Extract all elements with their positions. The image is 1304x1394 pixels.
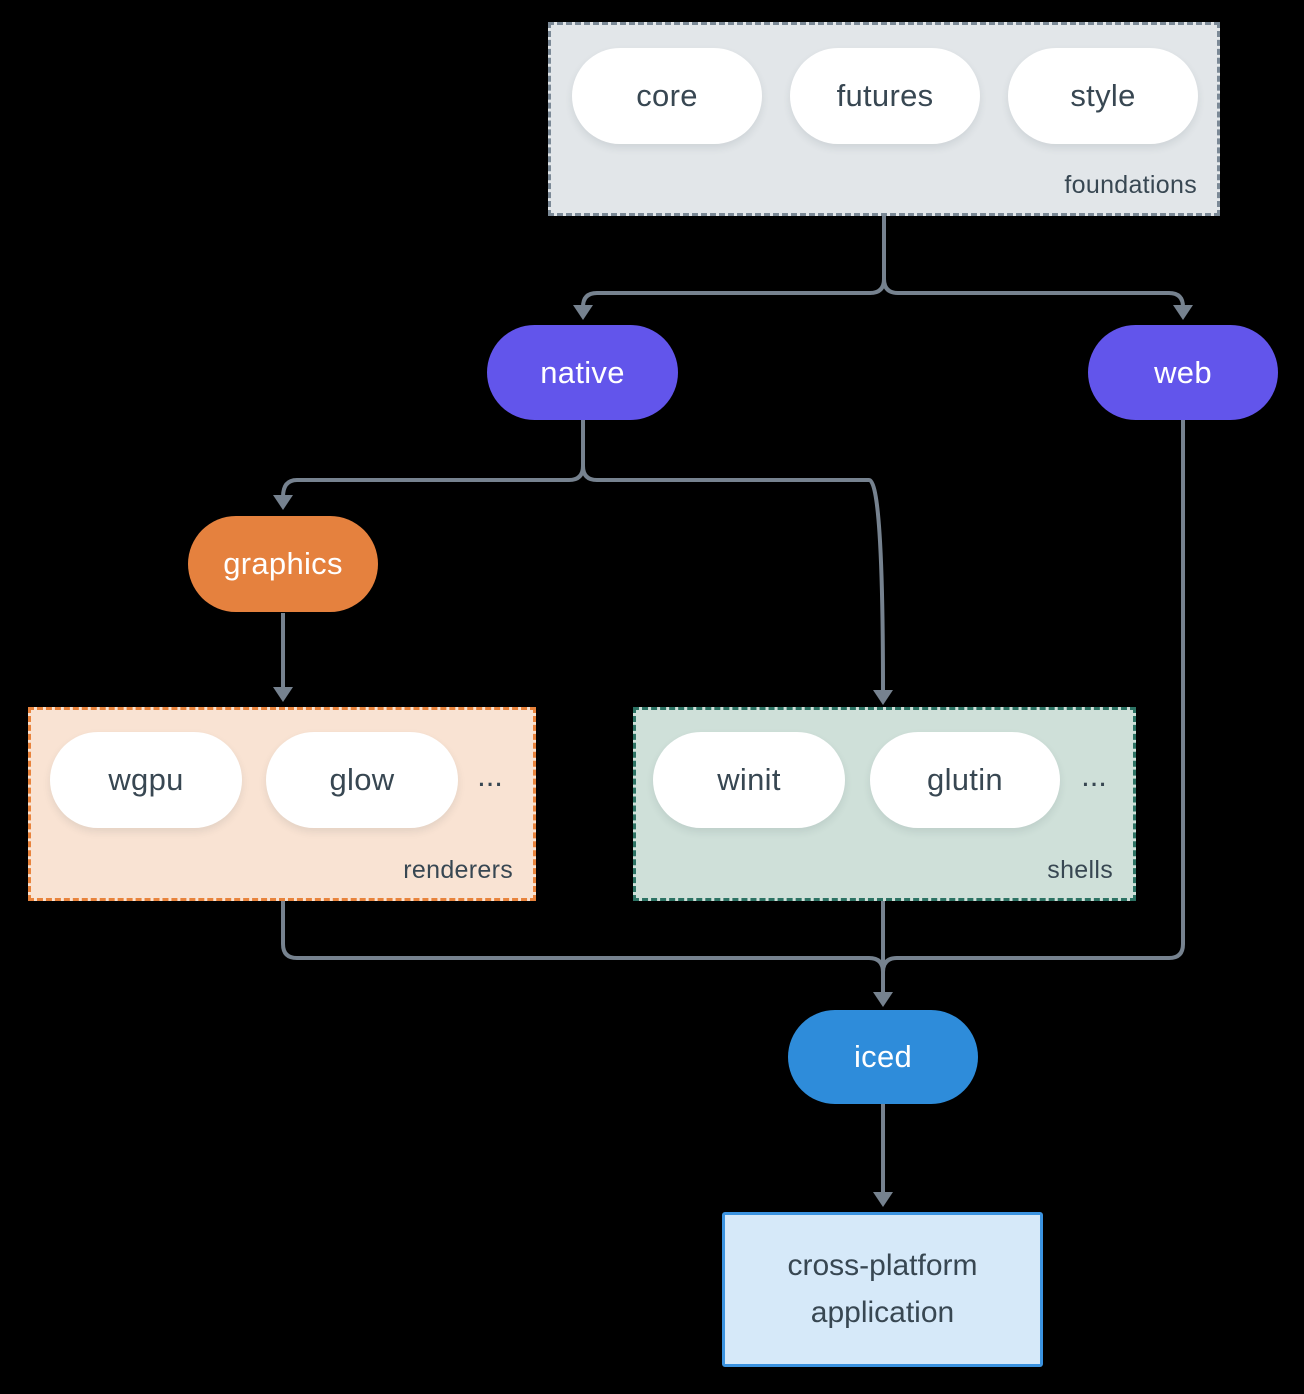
shells-group-label: shells xyxy=(1047,856,1113,884)
node-web: web xyxy=(1088,325,1278,420)
node-cross-platform-application: cross-platform application xyxy=(722,1212,1043,1367)
node-futures: futures xyxy=(790,48,980,144)
arrowhead-iced xyxy=(873,992,893,1007)
node-core: core xyxy=(572,48,762,144)
node-native: native xyxy=(487,325,678,420)
node-iced: iced xyxy=(788,1010,978,1104)
renderers-ellipsis: ... xyxy=(477,758,503,793)
node-glow-label: glow xyxy=(329,762,395,797)
node-glutin: glutin xyxy=(870,732,1060,828)
arrowhead-shells xyxy=(873,690,893,705)
node-winit: winit xyxy=(653,732,845,828)
node-native-label: native xyxy=(540,354,625,390)
edge-native-graphics xyxy=(281,420,585,498)
node-winit-label: winit xyxy=(717,762,781,797)
node-glutin-label: glutin xyxy=(927,762,1003,797)
edge-foundations-web xyxy=(882,216,1185,308)
node-style-label: style xyxy=(1070,78,1136,113)
node-web-label: web xyxy=(1154,354,1212,390)
arrowhead-native xyxy=(573,305,593,320)
shells-ellipsis: ... xyxy=(1081,758,1107,793)
arrowhead-web xyxy=(1173,305,1193,320)
node-graphics: graphics xyxy=(188,516,378,612)
renderers-group-label: renderers xyxy=(403,856,513,884)
arrowhead-graphics xyxy=(273,495,293,510)
node-core-label: core xyxy=(636,78,698,113)
arrowhead-renderers xyxy=(273,687,293,702)
edge-native-shells xyxy=(581,420,885,693)
node-style: style xyxy=(1008,48,1198,144)
edge-foundations-native xyxy=(581,216,886,308)
node-cross-platform-application-label: cross-platform application xyxy=(787,1249,978,1329)
node-wgpu: wgpu xyxy=(50,732,242,828)
foundations-group-label: foundations xyxy=(1064,171,1197,199)
node-wgpu-label: wgpu xyxy=(108,762,184,797)
node-futures-label: futures xyxy=(836,78,934,113)
node-iced-label: iced xyxy=(853,1039,913,1074)
node-graphics-label: graphics xyxy=(223,546,343,581)
arrowhead-application xyxy=(873,1192,893,1207)
edge-renderers-iced xyxy=(281,901,885,973)
node-glow: glow xyxy=(266,732,458,828)
